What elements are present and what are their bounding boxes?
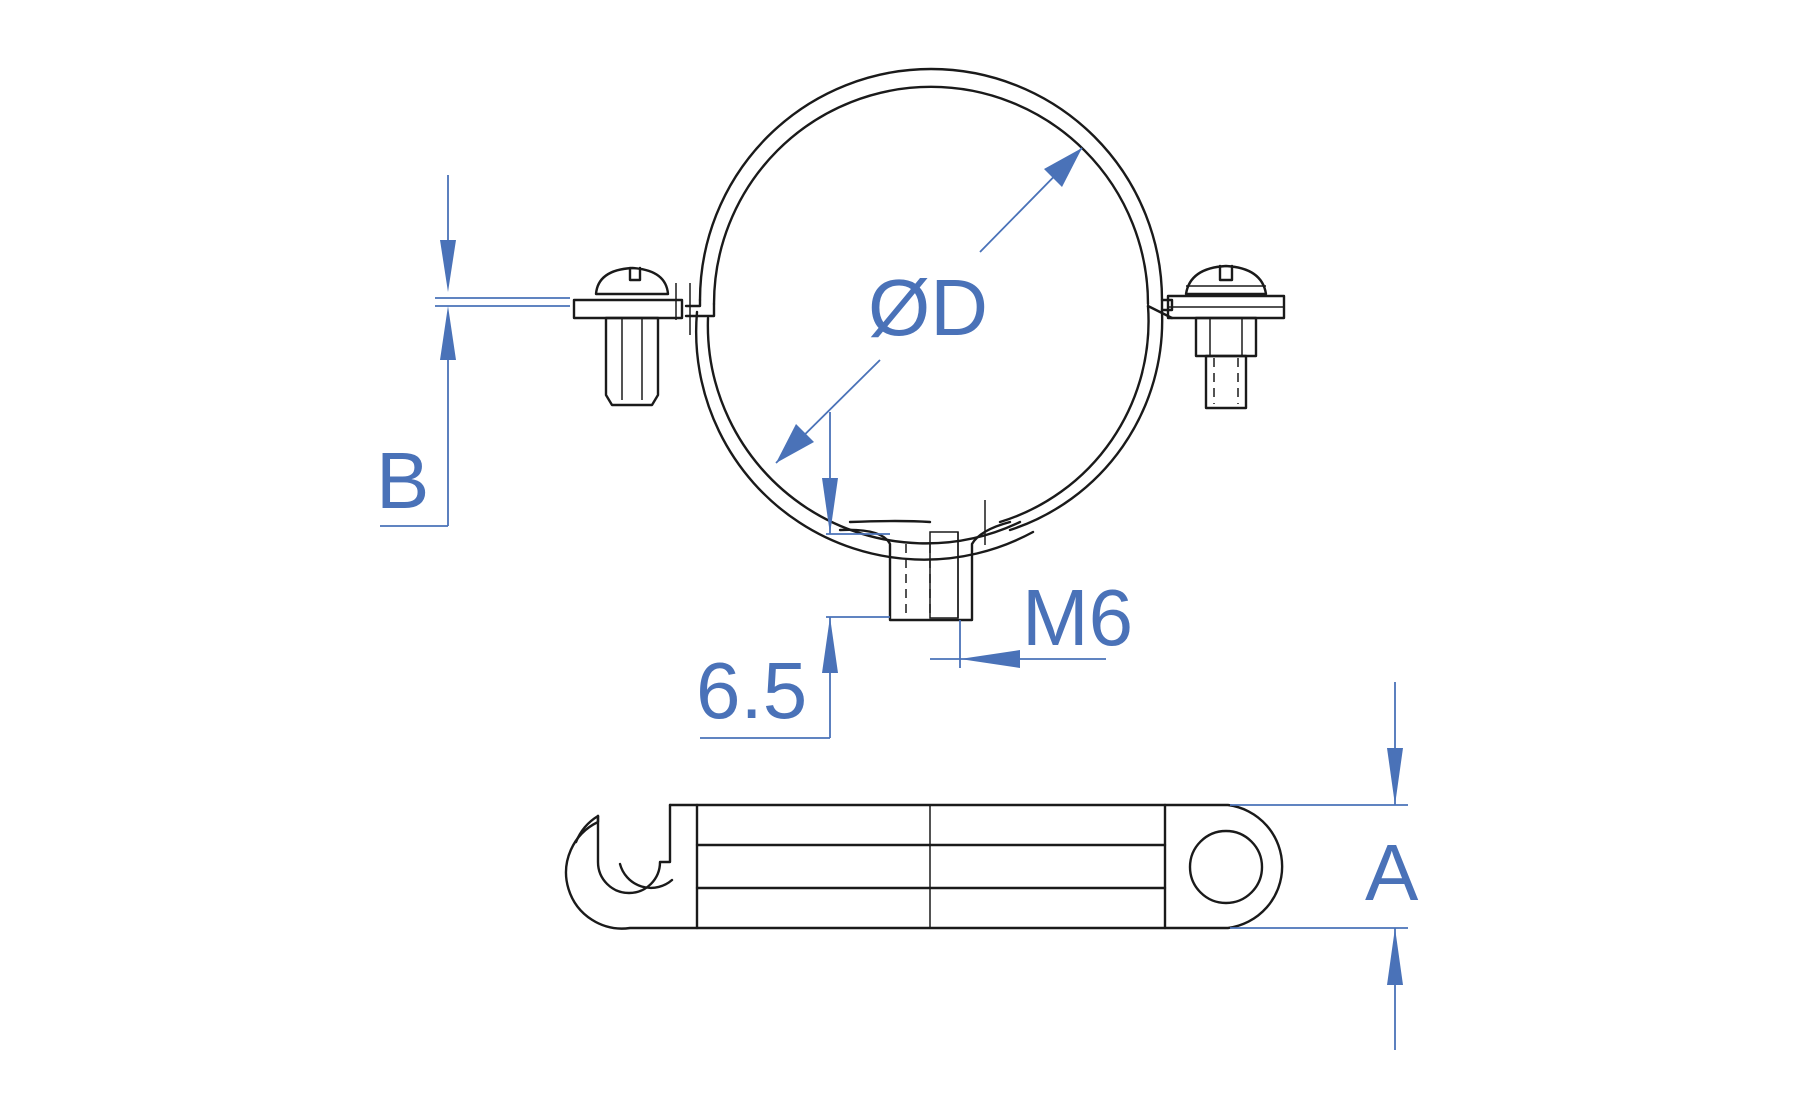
diameter-arrow-upper: [1044, 148, 1082, 187]
b-label: B: [376, 436, 429, 525]
diameter-arrow-lower: [776, 424, 814, 463]
right-bolt-head: [1184, 264, 1268, 296]
b-arrow-lower: [440, 306, 456, 360]
height-65-dimension: 6.5: [696, 412, 890, 739]
left-bolt-plate: [572, 298, 684, 320]
b-dimension: B: [376, 175, 570, 527]
diameter-label: ØD: [868, 263, 988, 352]
m6-label: M6: [1022, 573, 1133, 662]
boss-thread-hatch: [929, 531, 959, 619]
b-arrow-upper: [440, 240, 456, 292]
65-arrow-lower: [822, 617, 838, 673]
band-bolt-hole: [1188, 829, 1264, 905]
left-bolt-shank: [604, 316, 660, 407]
clamp-ring-inner: [706, 85, 1150, 545]
m6-dimension: M6: [930, 573, 1133, 668]
dim-65-label: 6.5: [696, 646, 807, 735]
band-outline: [564, 803, 1284, 930]
a-arrow-upper: [1387, 748, 1403, 805]
diameter-dimension: ØD: [775, 147, 1083, 464]
left-bolt-section: [572, 266, 684, 407]
clamp-front-view: [684, 67, 1174, 561]
band-hook-slot: [596, 803, 672, 895]
a-label: A: [1365, 828, 1419, 917]
right-bolt: [1166, 264, 1286, 410]
clamp-ring-outer: [695, 67, 1164, 561]
a-dimension: A: [1230, 682, 1419, 1050]
65-arrow-upper: [822, 478, 838, 534]
band-top-view: [564, 803, 1284, 930]
m6-arrow: [960, 650, 1020, 668]
right-bolt-nut: [1194, 316, 1258, 358]
left-bolt-head: [594, 266, 670, 296]
a-arrow-lower: [1387, 928, 1403, 985]
threaded-boss: [675, 283, 1012, 622]
